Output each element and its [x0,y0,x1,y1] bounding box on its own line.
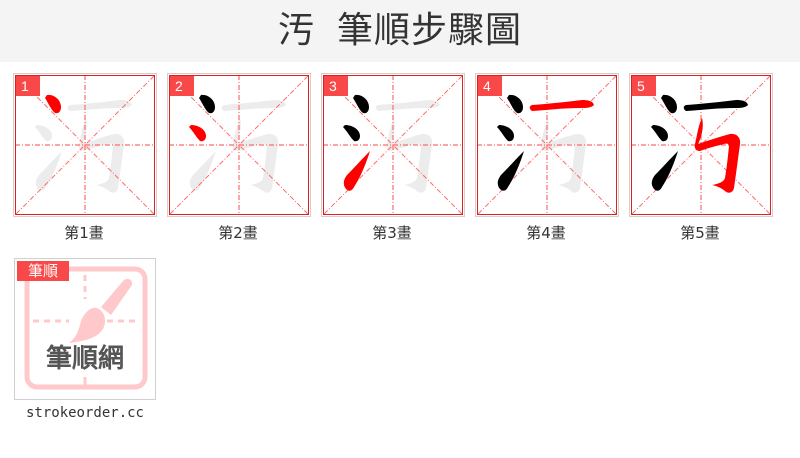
stroke-step-4: 4 [475,73,619,217]
stroke-step-3: 3 [321,73,465,217]
site-url[interactable]: strokeorder.cc [25,405,144,421]
page-title: 汚筆順步驟圖 [0,0,800,62]
step-caption: 第2畫 [218,224,258,242]
title-character: 汚 [277,10,315,51]
title-text: 筆順步驟圖 [337,10,523,51]
step-caption: 第1畫 [64,224,104,242]
step-number-badge: 1 [16,76,40,96]
frame-border [323,75,463,215]
frame-border [169,75,309,215]
stroke-step-5: 5 [629,73,773,217]
step-number-badge: 3 [324,76,348,96]
logo-badge: 筆順 [17,261,69,281]
step-number-badge: 2 [170,76,194,96]
header-bar: 汚筆順步驟圖 [0,0,800,62]
stroke-step-1: 1 [13,73,157,217]
frame-border [15,75,155,215]
brush-logo-icon: 筆順網 [24,266,148,390]
step-number-badge: 5 [632,76,656,96]
site-logo[interactable]: 筆順網 筆順 [14,258,156,400]
logo-name: 筆順網 [46,343,124,374]
step-caption: 第4畫 [526,224,566,242]
step-number-badge: 4 [478,76,502,96]
frame-border [477,75,617,215]
stroke-step-2: 2 [167,73,311,217]
frame-border [631,75,771,215]
step-caption: 第5畫 [680,224,720,242]
step-caption: 第3畫 [372,224,412,242]
